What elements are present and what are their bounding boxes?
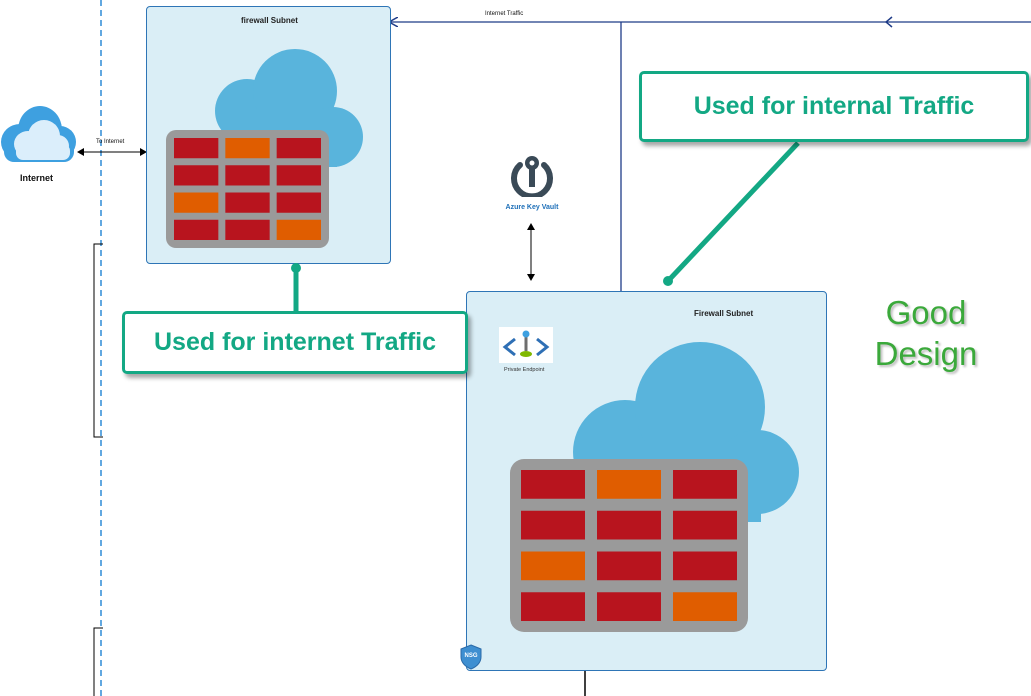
private-endpoint[interactable]: Private Endpoint <box>498 327 554 375</box>
key-vault-label: Azure Key Vault <box>505 204 559 211</box>
nsg-shield-icon <box>460 644 482 670</box>
firewall-brick <box>276 165 321 186</box>
firewall-brick <box>597 551 661 581</box>
firewall-brick <box>597 470 661 499</box>
internet-label: Internet <box>20 173 54 183</box>
firewall-brick <box>276 219 321 240</box>
nsg-label: NSG <box>464 653 478 659</box>
bracket-upper <box>93 243 103 438</box>
verdict-label: Good Design <box>860 292 992 374</box>
firewall-subnet-left: firewall Subnet <box>146 6 391 264</box>
to-internet-label: To Internet <box>96 139 125 145</box>
firewall-brick <box>521 551 585 581</box>
subnet-title: Firewall Subnet <box>694 309 754 318</box>
firewall-brick <box>521 470 585 499</box>
internet-traffic-mid-arrowhead <box>884 16 893 28</box>
firewall-brick <box>174 192 219 213</box>
firewall-brick <box>276 192 321 213</box>
firewall-brick <box>597 592 661 621</box>
firewall-brick <box>673 592 737 621</box>
verdict-line2: Design <box>874 335 978 372</box>
internet-node: Internet <box>0 100 80 190</box>
nsg-badge: NSG <box>459 644 483 670</box>
bracket-lower <box>93 627 103 696</box>
cloud-icon <box>1 106 76 162</box>
key-vault[interactable]: Azure Key Vault <box>496 148 568 220</box>
firewall-brick <box>225 192 270 213</box>
firewall-icon <box>166 130 329 248</box>
firewall-brick <box>225 138 270 159</box>
private-endpoint-icon <box>502 330 550 357</box>
subnet-title: firewall Subnet <box>241 16 298 25</box>
firewall-brick <box>174 165 219 186</box>
firewall-icon <box>510 459 748 632</box>
verdict-line1: Good <box>885 294 967 331</box>
private-endpoint-label: Private Endpoint <box>504 367 545 373</box>
firewall-brick <box>225 219 270 240</box>
firewall-brick <box>673 510 737 540</box>
firewall-brick <box>597 510 661 540</box>
firewall-brick <box>174 219 219 240</box>
internet-traffic-label: Internet Traffic <box>485 11 524 17</box>
firewall-brick <box>673 470 737 499</box>
callout-internet-traffic: Used for internet Traffic <box>122 311 468 374</box>
firewall-subnet-right: Firewall Subnet Private Endpoint NSG <box>460 291 827 671</box>
key-vault-icon <box>511 156 553 197</box>
firewall-brick <box>225 165 270 186</box>
firewall-brick <box>673 551 737 581</box>
firewall-brick <box>521 592 585 621</box>
firewall-brick <box>276 138 321 159</box>
callout-internal-traffic: Used for internal Traffic <box>639 71 1029 142</box>
firewall-brick <box>174 138 219 159</box>
firewall-brick <box>521 510 585 540</box>
